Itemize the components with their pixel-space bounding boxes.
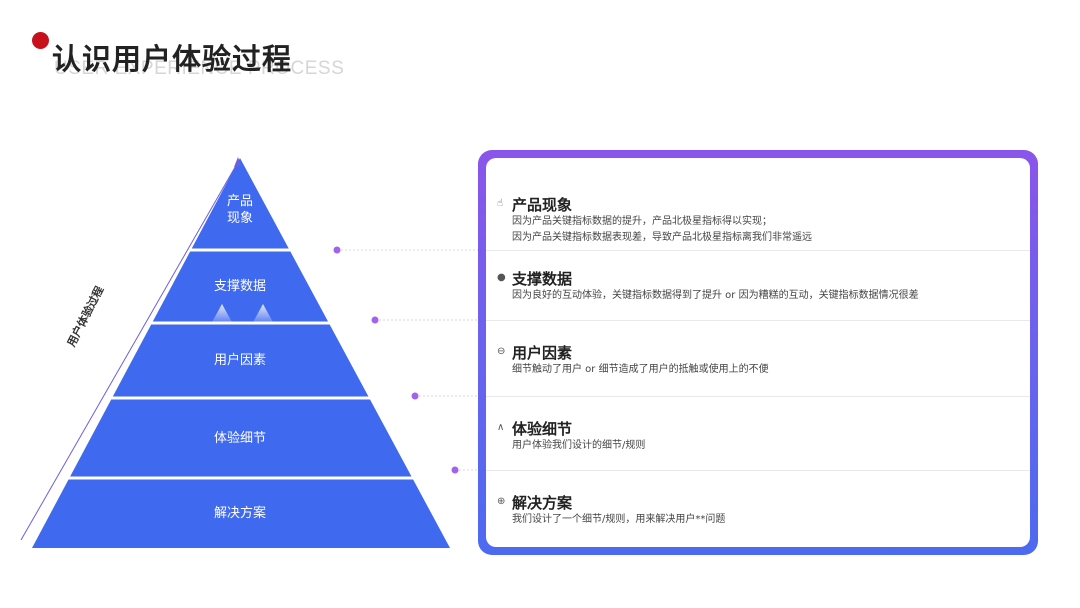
pyramid-layer-1 (191, 158, 289, 249)
panel-row-2: ● 支撑数据因为良好的互动体验，关键指标数据得到了提升 or 因为糟糕的互动，关键… (486, 250, 1030, 321)
triangle-icon: ∧ (497, 422, 505, 433)
axis-arrow-line (20, 161, 239, 541)
pyramid-layer-label-line: 产品 (226, 194, 254, 209)
chat-icon: ⊖ (497, 346, 506, 357)
panel-row-description: 我们设计了一个细节/规则，用来解决用户**问题 (512, 512, 725, 528)
panel-row-description-line: 细节触动了用户 or 细节造成了用户的抵触或使用上的不便 (512, 364, 769, 375)
panel-row-description-line: 因为良好的互动体验，关键指标数据得到了提升 or 因为糟糕的互动，关键指标数据情… (512, 290, 919, 301)
connector-dot-1 (333, 246, 341, 254)
pyramid-layer-4 (70, 399, 412, 477)
panel-row-title: 用户因素 (512, 344, 573, 362)
panel-row-title: 解决方案 (512, 494, 573, 512)
pyramid-layer-label-line: 解决方案 (213, 505, 267, 521)
panel-row-1: ☝产品现象因为产品关键指标数据的提升，产品北极星指标得以实现；因为产品关键指标数… (486, 158, 1030, 251)
panel-row-description-line: 因为产品关键指标数据的提升，产品北极星指标得以实现； (512, 216, 772, 227)
thumbs-up-icon: ☝ (497, 198, 504, 209)
pyramid-layer-2 (152, 251, 329, 322)
up-arrow-right (252, 304, 274, 324)
pyramid-layer-label-line: 用户因素 (213, 353, 267, 368)
panel-row-5: ⊕ 解决方案我们设计了一个细节/规则，用来解决用户**问题 (486, 470, 1030, 547)
pin-icon: ● (497, 272, 506, 283)
pyramid-layer-label-2: 支撑数据 (214, 278, 266, 295)
pyramid-layer-label-line: 支撑数据 (213, 279, 267, 294)
pyramid-layer-label-5: 解决方案 (214, 505, 266, 522)
panel-row-description-line: 我们设计了一个细节/规则，用来解决用户**问题 (512, 514, 726, 525)
pyramid-layer-3 (112, 324, 369, 397)
connector-dot-4 (451, 466, 459, 474)
axis-arrowhead (234, 157, 241, 167)
panel-row-description: 因为良好的互动体验，关键指标数据得到了提升 or 因为糟糕的互动，关键指标数据情… (512, 288, 919, 304)
up-arrow-left (211, 304, 233, 324)
connector-dot-2 (371, 316, 379, 324)
title-accent-dot (32, 32, 49, 49)
pyramid-layer-label-1: 产品现象 (227, 193, 253, 227)
panel-row-title: 支撑数据 (512, 270, 573, 288)
connector-dot-3 (411, 392, 419, 400)
description-panel: ☝产品现象因为产品关键指标数据的提升，产品北极星指标得以实现；因为产品关键指标数… (478, 150, 1038, 555)
panel-row-description-line: 用户体验我们设计的细节/规则 (512, 440, 646, 451)
panel-row-description-line: 因为产品关键指标数据表现差，导致产品北极星指标离我们非常遥远 (512, 232, 812, 243)
target-icon: ⊕ (497, 496, 506, 507)
panel-row-description: 用户体验我们设计的细节/规则 (512, 438, 645, 454)
panel-row-3: ⊖ 用户因素细节触动了用户 or 细节造成了用户的抵触或使用上的不便 (486, 320, 1030, 397)
page-title: 认识用户体验过程 (52, 42, 293, 76)
pyramid-layer-label-4: 体验细节 (214, 430, 266, 447)
pyramid-layer-5 (32, 479, 450, 548)
pyramid-layer-label-line: 体验细节 (213, 430, 267, 446)
panel-row-description: 因为产品关键指标数据的提升，产品北极星指标得以实现； 因为产品关键指标数据表现差，… (512, 214, 812, 246)
pyramid-layer-label-line: 现象 (226, 211, 254, 226)
page-subtitle: USER EXPERIENCE PROCESS (54, 58, 345, 79)
panel-row-title: 产品现象 (512, 196, 573, 214)
description-card: ☝产品现象因为产品关键指标数据的提升，产品北极星指标得以实现；因为产品关键指标数… (486, 158, 1030, 547)
panel-row-4: ∧ 体验细节用户体验我们设计的细节/规则 (486, 396, 1030, 471)
panel-row-title: 体验细节 (512, 420, 573, 438)
pyramid-layer-label-3: 用户因素 (214, 352, 266, 369)
panel-row-description: 细节触动了用户 or 细节造成了用户的抵触或使用上的不便 (512, 362, 769, 378)
layer-up-arrows (211, 304, 274, 324)
